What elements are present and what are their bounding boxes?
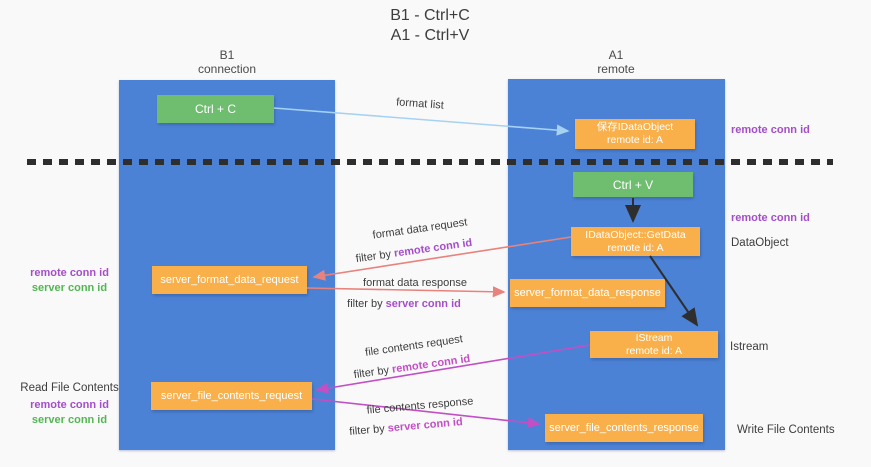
format-data-request-label: format data request: [371, 216, 469, 242]
format-list-label: format list: [395, 96, 445, 112]
server-file-contents-request-node: server_file_contents_request: [151, 382, 312, 410]
server-format-data-request-label: server_format_data_request: [160, 274, 299, 286]
remote-conn-id-text: remote conn id: [393, 236, 473, 260]
getdata-line2: remote id: A: [607, 241, 664, 254]
save-idataobject-node: 保存IDataObject remote id: A: [575, 119, 695, 149]
server-conn-id-label: server conn id: [31, 282, 108, 294]
istream-line2: remote id: A: [625, 344, 683, 357]
filter-by-server-conn-id-label-2: filter by server conn id: [349, 416, 463, 438]
filter-by-server-conn-id-label-1: filter by server conn id: [347, 298, 461, 310]
write-file-contents-label: Write File Contents: [737, 424, 835, 436]
right-column-header: A1 remote: [541, 48, 691, 76]
istream-line1: IStream: [635, 331, 673, 344]
server-conn-id-text: server conn id: [387, 416, 464, 435]
left-column-title: B1: [219, 48, 235, 62]
title-line-2: A1 - Ctrl+V: [390, 27, 470, 44]
diagram-title: B1 - Ctrl+C A1 - Ctrl+V: [330, 6, 530, 46]
getdata-line1: IDataObject::GetData: [585, 228, 686, 241]
filter-prefix: filter by: [348, 422, 389, 438]
remote-conn-id-label: remote conn id: [30, 399, 109, 411]
server-file-contents-response-node: server_file_contents_response: [545, 414, 703, 442]
remote-conn-id-text: remote conn id: [391, 352, 471, 376]
server-file-contents-response-label: server_file_contents_response: [549, 422, 699, 434]
right-remote-conn-id-mid: remote conn id: [731, 212, 810, 224]
filter-prefix: filter by: [353, 363, 393, 382]
server-format-data-response-label: server_format_data_response: [514, 287, 661, 299]
filter-prefix: filter by: [347, 298, 386, 310]
istream-side-label: Istream: [730, 341, 769, 353]
idataobject-getdata-node: IDataObject::GetData remote id: A: [571, 227, 700, 256]
right-column-subtitle: remote: [597, 62, 635, 76]
read-file-contents-label: Read File Contents: [20, 382, 119, 394]
dataobject-label: DataObject: [731, 237, 789, 249]
server-conn-id-text: server conn id: [385, 298, 461, 310]
istream-node: IStream remote id: A: [590, 331, 718, 358]
save-idataobject-line2: remote id: A: [606, 134, 664, 146]
right-remote-conn-id-top: remote conn id: [731, 124, 810, 136]
format-data-response-label: format data response: [363, 277, 467, 289]
left-column-header: B1 connection: [152, 48, 302, 76]
ctrl-v-node: Ctrl + V: [573, 172, 693, 197]
ctrl-v-label: Ctrl + V: [612, 177, 654, 192]
save-idataobject-line1: 保存IDataObject: [596, 121, 674, 133]
ctrl-c-node: Ctrl + C: [157, 95, 274, 123]
remote-conn-id-label: remote conn id: [30, 267, 109, 279]
left-column-subtitle: connection: [197, 62, 257, 76]
server-format-data-response-node: server_format_data_response: [510, 279, 665, 307]
server-file-contents-request-label: server_file_contents_request: [160, 390, 303, 402]
filter-prefix: filter by: [355, 247, 395, 266]
right-column-title: A1: [608, 48, 624, 62]
title-line-1: B1 - Ctrl+C: [390, 7, 470, 24]
dashed-divider-line: [27, 159, 833, 165]
file-contents-response-label: file contents response: [366, 395, 474, 417]
server-conn-id-label: server conn id: [31, 414, 108, 426]
left-file-conn-ids: Read File Contents remote conn id server…: [12, 381, 127, 428]
left-format-conn-ids: remote conn id server conn id: [12, 266, 127, 296]
ctrl-c-label: Ctrl + C: [194, 102, 236, 116]
server-format-data-request-node: server_format_data_request: [152, 266, 307, 294]
